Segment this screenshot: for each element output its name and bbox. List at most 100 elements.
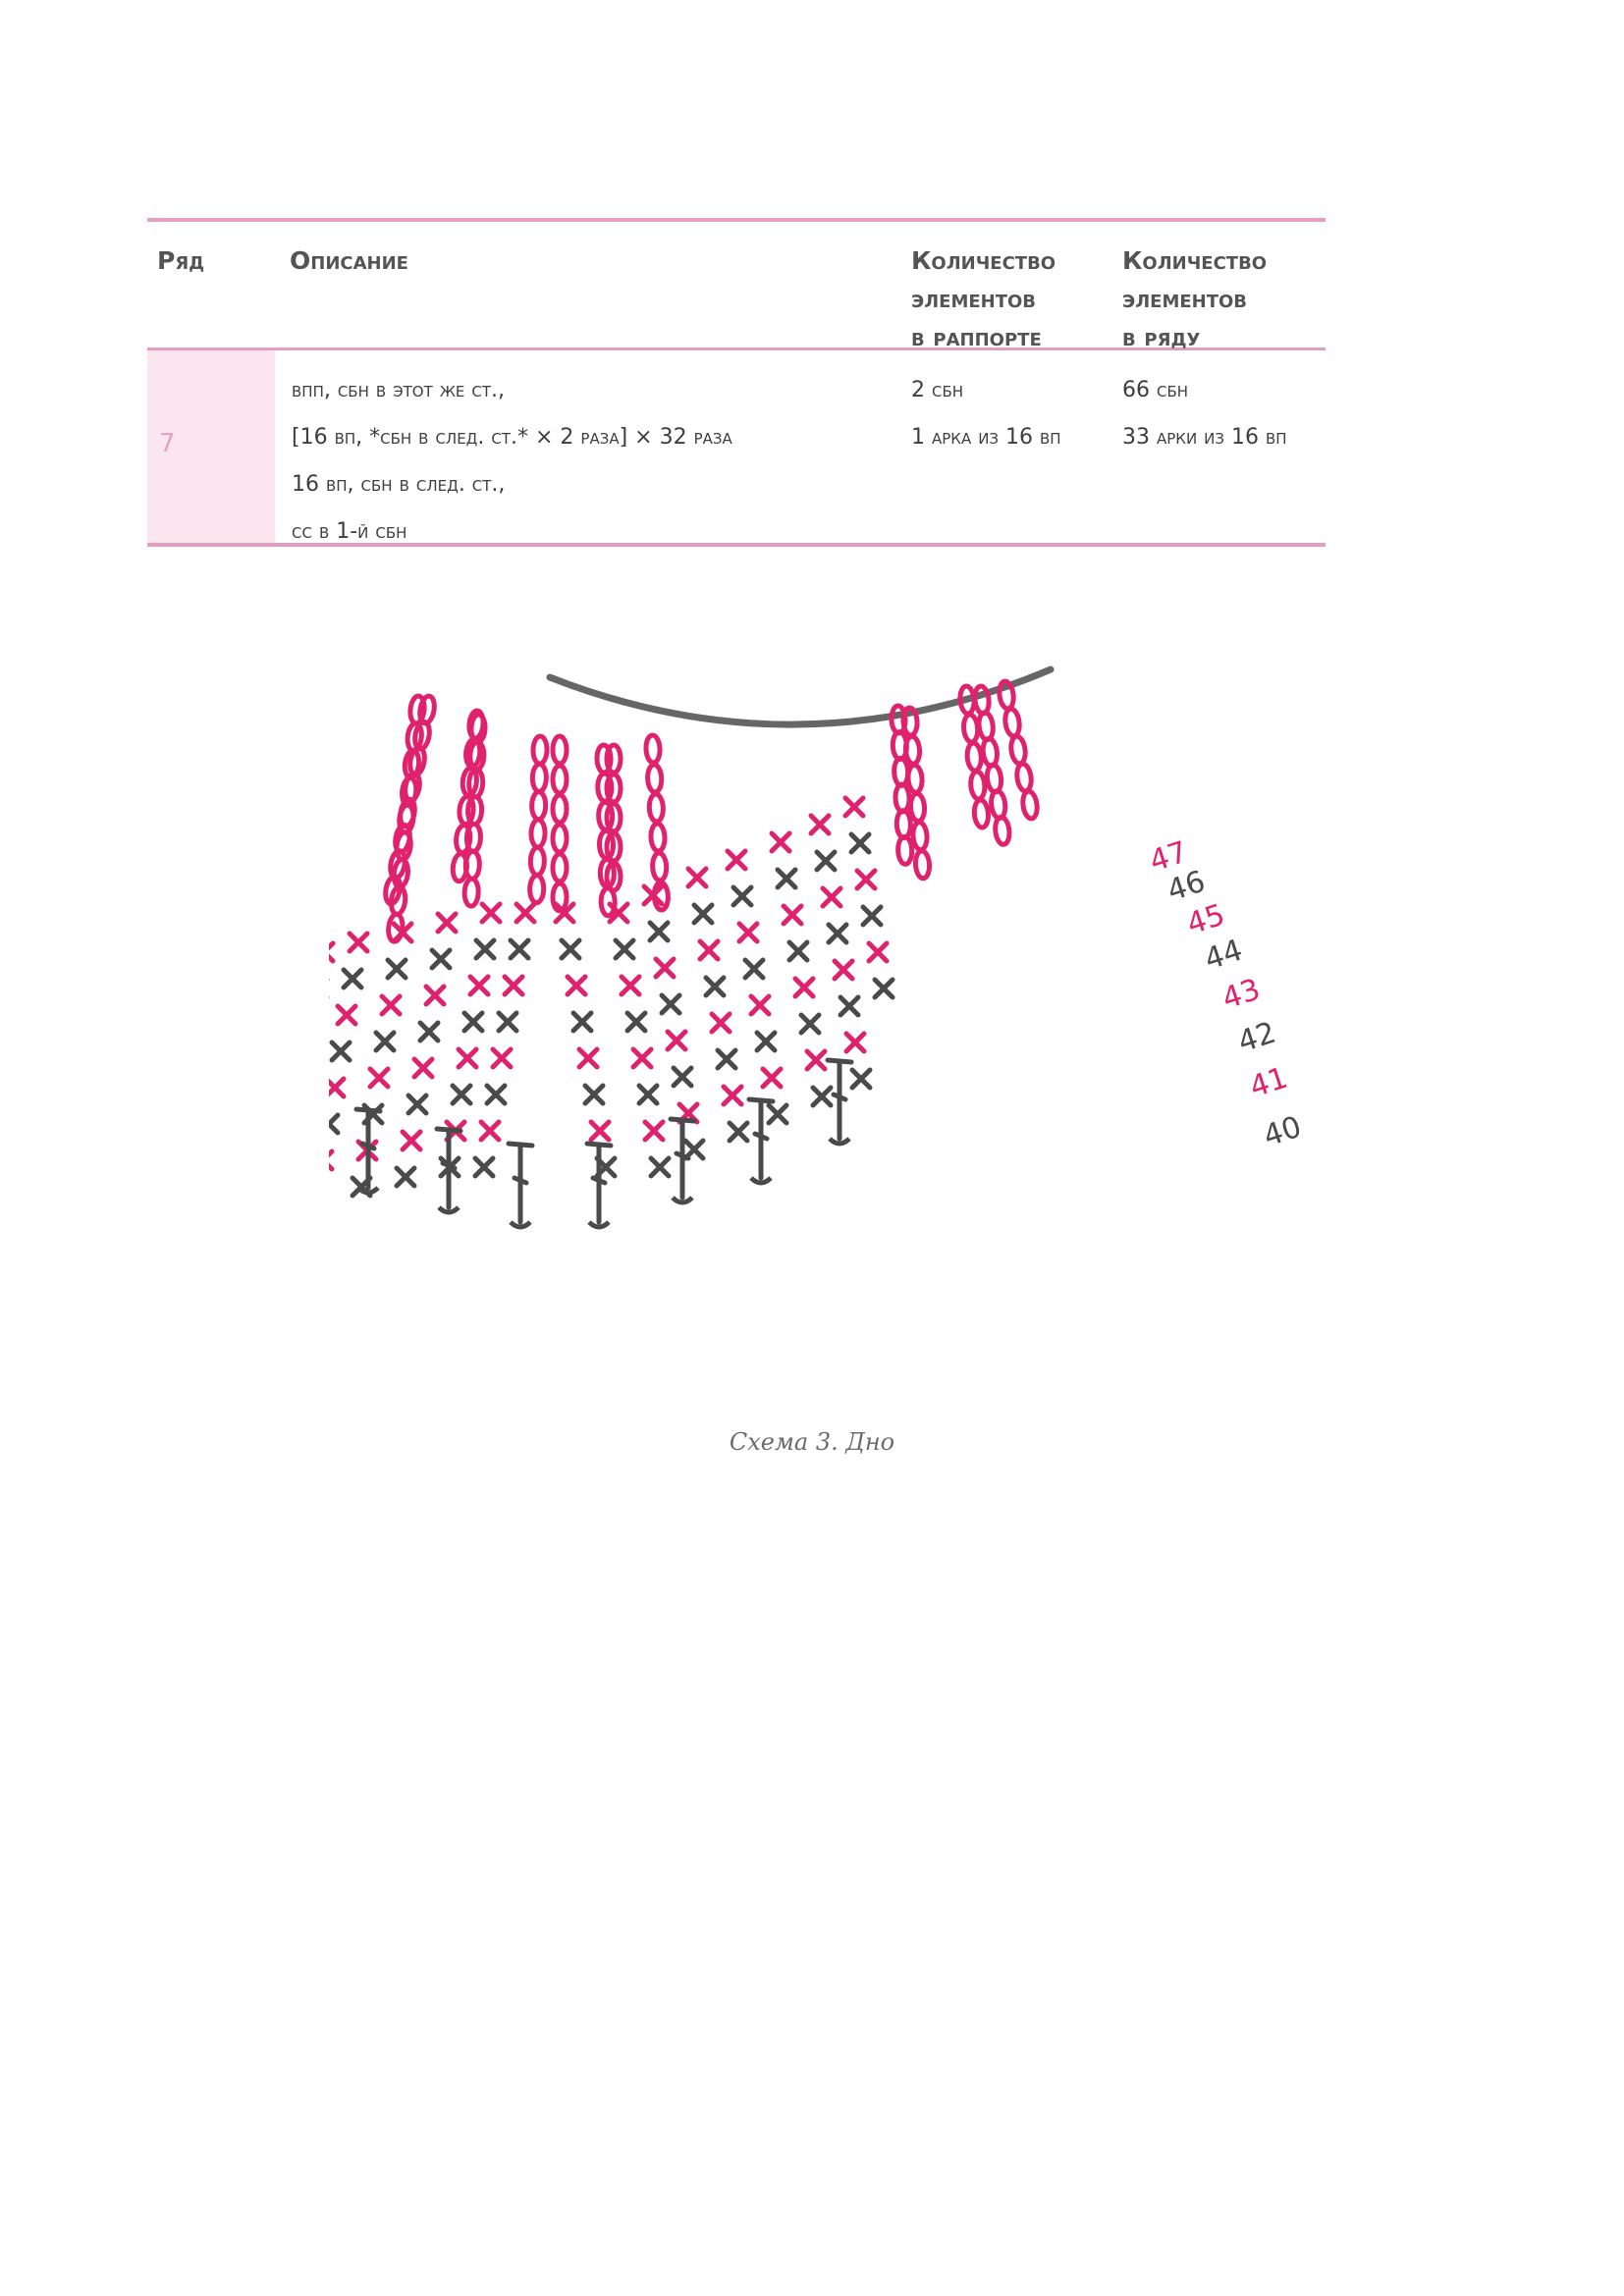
sc-stroke (808, 813, 832, 836)
sc-stroke (760, 1066, 784, 1090)
sc-stroke (490, 1046, 514, 1070)
dc-stroke (509, 1220, 532, 1230)
chain-loop (594, 742, 614, 775)
sc-stitch-icon (329, 1040, 352, 1063)
sc-stroke (775, 867, 798, 890)
sc-stitch-icon (456, 1046, 479, 1070)
sc-stitch-icon (385, 957, 408, 981)
sc-stitch-icon (423, 984, 447, 1007)
sc-stroke (727, 1120, 750, 1144)
sc-stitch-icon (754, 1030, 778, 1053)
chain-loop (907, 791, 928, 824)
chain-loop (550, 733, 569, 767)
chain-loop (984, 762, 1004, 795)
sc-stroke (406, 1093, 429, 1116)
sc-stroke (329, 940, 336, 951)
sc-stitch-icon (641, 883, 665, 907)
sc-stroke (472, 1155, 496, 1179)
sc-stroke (682, 1138, 706, 1161)
sc-stroke (731, 884, 754, 908)
sc-stroke (329, 1120, 341, 1136)
sc-stroke (479, 901, 503, 925)
sc-stroke (860, 904, 884, 928)
sc-stroke (653, 956, 677, 980)
sc-stitch-icon (849, 1067, 873, 1091)
dc-stitch-icon (584, 1141, 614, 1230)
sc-stroke (576, 1046, 600, 1070)
sc-stitch-icon (838, 994, 861, 1018)
sc-stroke (624, 1010, 648, 1034)
sc-stitch-icon (826, 922, 849, 945)
chain-loop (912, 848, 933, 881)
sc-stitch-icon (721, 1084, 744, 1107)
sc-stroke (820, 885, 843, 909)
sc-stitch-icon (435, 911, 459, 934)
sc-stitch-icon (808, 813, 832, 836)
sc-stroke (832, 958, 855, 982)
per-row-cell: 66 сбн 33 арки из 16 вп (1122, 367, 1287, 461)
dc-stitch-icon (434, 1126, 463, 1215)
chain-loop (550, 822, 569, 855)
sc-stitch-icon (514, 901, 537, 925)
sc-stroke (671, 1065, 694, 1089)
sc-stitch-icon (496, 1010, 519, 1034)
sc-stitch-icon (630, 1046, 654, 1070)
chain-loop (980, 735, 1000, 769)
sc-stroke (429, 947, 453, 971)
chain-loop (643, 732, 663, 766)
sc-stitch-icon (786, 939, 810, 963)
row-number: 7 (159, 429, 176, 458)
chain-loop (961, 712, 981, 745)
row-label-44: 44 (1201, 934, 1247, 978)
sc-stroke (854, 868, 878, 891)
sc-stitch-icon (653, 956, 677, 980)
sc-stitch-icon (665, 1029, 688, 1052)
chain-loop (648, 821, 668, 854)
sc-stroke (648, 1155, 672, 1179)
sc-stroke (553, 901, 576, 925)
sc-stroke (725, 848, 748, 872)
chain-loop (1014, 761, 1034, 794)
sc-stitch-icon (736, 921, 760, 944)
row-number-cell: 7 (147, 350, 275, 543)
sc-stitch-icon (685, 866, 709, 889)
sc-stitch-icon (648, 1155, 672, 1179)
sc-stroke (588, 1119, 612, 1143)
chain-loop (462, 848, 482, 881)
description-cell: впп, сбн в этот же ст., [16 вп, *сбн в с… (292, 367, 732, 556)
sc-stitch-icon (473, 937, 497, 961)
header-per-row-line: в ряду (1122, 323, 1201, 351)
sc-stroke (329, 1076, 347, 1097)
sc-stitch-icon (804, 1048, 828, 1072)
sc-stitch-icon (866, 940, 890, 964)
sc-stitch-icon (347, 931, 370, 954)
sc-stroke (642, 1119, 666, 1143)
per-repeat-line: 1 арка из 16 вп (911, 425, 1061, 450)
sc-stitch-icon (715, 1047, 738, 1071)
sc-stitch-icon (335, 1003, 358, 1027)
sc-stroke (417, 1020, 441, 1043)
sc-stroke (769, 830, 792, 854)
sc-stroke (619, 974, 642, 997)
chain-loop (993, 814, 1012, 847)
dc-stitch-icon (668, 1116, 697, 1205)
per-row-line: 33 арки из 16 вп (1122, 425, 1287, 450)
dc-stitch-icon (825, 1057, 854, 1147)
sc-stitch-icon (854, 868, 878, 891)
row-label-43: 43 (1218, 973, 1265, 1017)
sc-stitch-icon (329, 1076, 347, 1099)
sc-stitch-icon (394, 1165, 417, 1189)
sc-stroke (866, 940, 890, 964)
sc-stitch-icon (636, 1083, 660, 1106)
chain-loop (1008, 733, 1028, 767)
sc-stitch-icon (588, 1119, 612, 1143)
sc-stitch-icon (417, 1020, 441, 1043)
sc-stitch-icon (810, 1085, 834, 1108)
sc-stitch-icon (400, 1129, 423, 1152)
chain-loop (407, 693, 427, 726)
chain-loop (529, 789, 549, 823)
dc-stroke (356, 1186, 380, 1196)
chain-loop (905, 762, 925, 795)
dc-stroke (671, 1196, 694, 1205)
table-row: 7 впп, сбн в этот же ст., [16 вп, *сбн в… (147, 350, 1326, 544)
